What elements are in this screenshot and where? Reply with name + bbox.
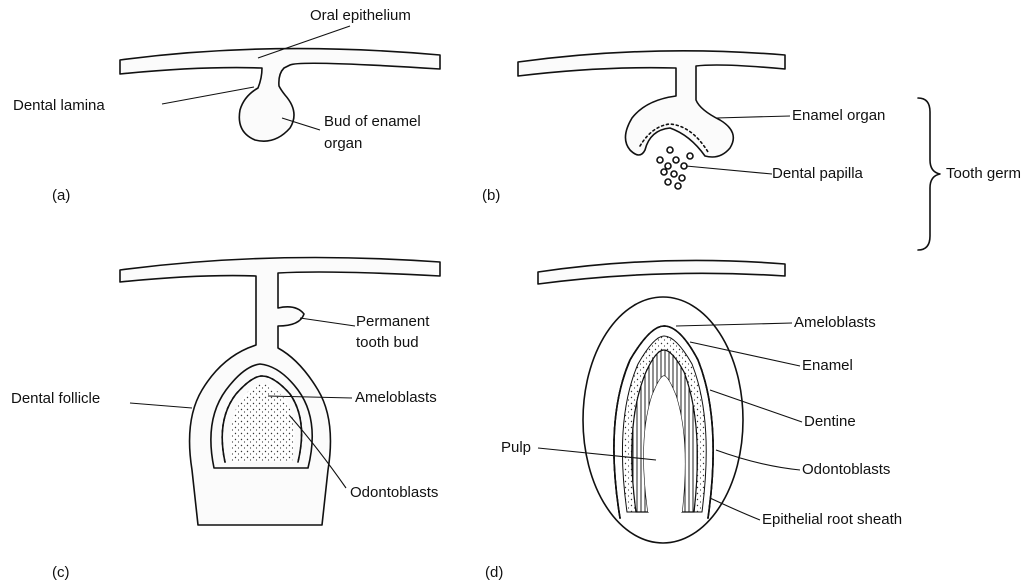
label-dental-follicle: Dental follicle [11, 390, 100, 407]
label-pulp-d: Pulp [501, 439, 531, 456]
oral-epithelium-b [518, 51, 785, 157]
panel-letter-c: (c) [52, 564, 70, 581]
label-bud-line1: Bud of enamel [324, 113, 421, 130]
label-tooth-germ: Tooth germ [946, 165, 1021, 182]
label-ptb-line1: Permanent [356, 313, 430, 330]
panel-letter-b: (b) [482, 187, 500, 204]
panel-letter-a: (a) [52, 187, 70, 204]
label-bud-of-enamel-organ: Bud of enamel organ [324, 113, 425, 152]
label-dentine-d: Dentine [804, 413, 856, 430]
label-odontoblasts-c: Odontoblasts [350, 484, 438, 501]
panel-b [518, 51, 940, 250]
label-dental-lamina: Dental lamina [13, 97, 105, 114]
panel-letter-d: (d) [485, 564, 503, 581]
label-ameloblasts-c: Ameloblasts [355, 389, 437, 406]
label-ameloblasts-d: Ameloblasts [794, 314, 876, 331]
label-odontoblasts-d: Odontoblasts [802, 461, 890, 478]
label-oral-epithelium: Oral epithelium [310, 7, 411, 24]
panel-d [538, 260, 802, 543]
label-enamel-organ: Enamel organ [792, 107, 885, 124]
label-enamel-d: Enamel [802, 357, 853, 374]
label-dental-papilla: Dental papilla [772, 165, 864, 182]
label-bud-line2: organ [324, 135, 362, 152]
label-ptb-line2: tooth bud [356, 334, 419, 351]
dental-papilla-cells [657, 147, 693, 189]
oral-epithelium-d [538, 260, 785, 284]
label-epithelial-root-sheath: Epithelial root sheath [762, 511, 902, 528]
label-permanent-tooth-bud: Permanent tooth bud [356, 313, 434, 351]
